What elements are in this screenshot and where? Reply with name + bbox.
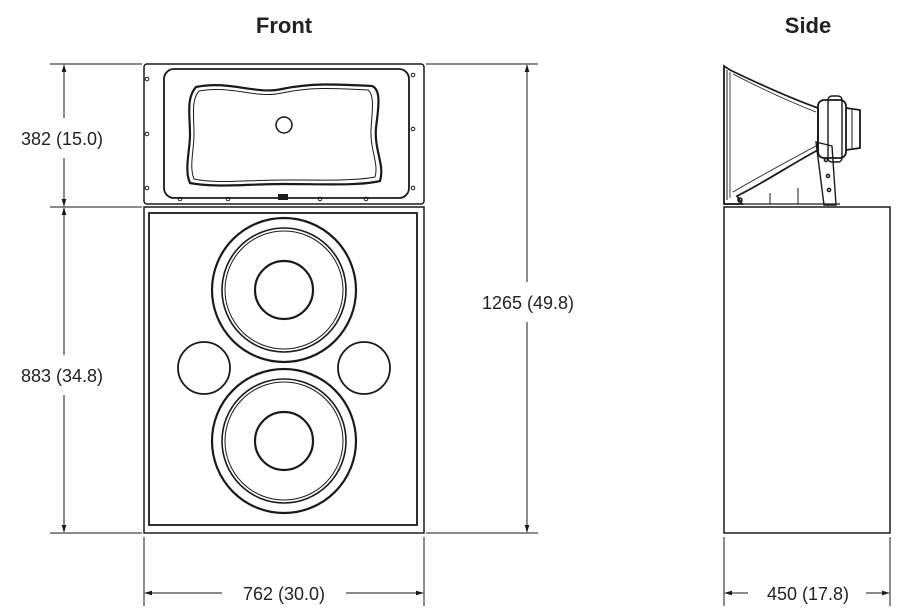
horn-height-dimension: 382 (15.0) (21, 129, 103, 149)
side-lf-cabinet (723, 206, 891, 534)
horn-cabinet (143, 63, 425, 205)
upper-woofer (210, 216, 358, 364)
brand-badge (278, 194, 288, 200)
side-compression-driver (817, 99, 847, 159)
depth-dimension: 450 (17.8) (767, 584, 849, 604)
lf-cabinet (143, 206, 425, 534)
front-dimension-lines (50, 63, 538, 606)
lower-woofer (210, 367, 358, 515)
lf-cabinet-baffle (148, 212, 418, 526)
side-horn-flare (723, 64, 819, 205)
total-height-dimension: 1265 (49.8) (482, 293, 574, 313)
lf-height-dimension: 883 (34.8) (21, 366, 103, 386)
side-view (723, 64, 891, 534)
horn-mounting-screws (144, 72, 416, 202)
side-horn-bracket (815, 141, 837, 206)
side-view-title: Side (785, 13, 831, 38)
right-port (337, 341, 391, 395)
front-view-title: Front (256, 13, 313, 38)
width-dimension: 762 (30.0) (243, 584, 325, 604)
horn-throat (275, 116, 293, 134)
front-view (143, 63, 425, 534)
horn-mouth (186, 83, 383, 187)
horn-mouth-inner (191, 87, 377, 183)
left-port (177, 341, 231, 395)
side-dimension-lines (723, 537, 891, 606)
